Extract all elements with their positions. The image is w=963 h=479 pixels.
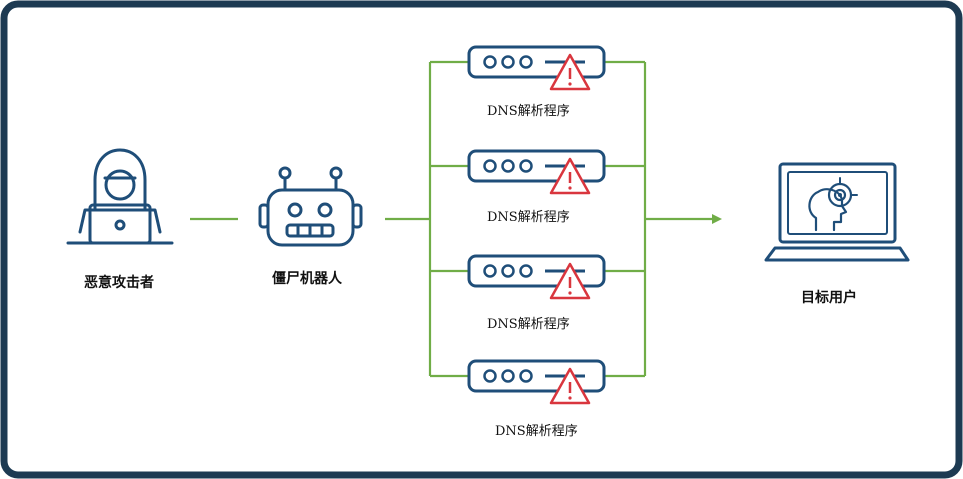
connector-lines xyxy=(190,60,722,378)
attacker-label: 恶意攻击者 xyxy=(84,275,154,291)
hooded-hacker-icon xyxy=(66,148,174,245)
server-warning-icon xyxy=(467,149,606,195)
server-warning-icon xyxy=(467,254,606,300)
botnet-label: 僵尸机器人 xyxy=(272,271,342,287)
resolver-label: DNS解析程序 xyxy=(495,424,578,439)
server-warning-icon xyxy=(467,359,606,405)
target-label: 目标用户 xyxy=(801,290,857,306)
robot-icon xyxy=(258,166,363,247)
resolver-label: DNS解析程序 xyxy=(487,210,570,225)
laptop-target-icon xyxy=(764,162,910,262)
resolver-label: DNS解析程序 xyxy=(487,317,570,332)
resolver-label: DNS解析程序 xyxy=(487,104,570,119)
server-warning-icon xyxy=(467,45,606,91)
